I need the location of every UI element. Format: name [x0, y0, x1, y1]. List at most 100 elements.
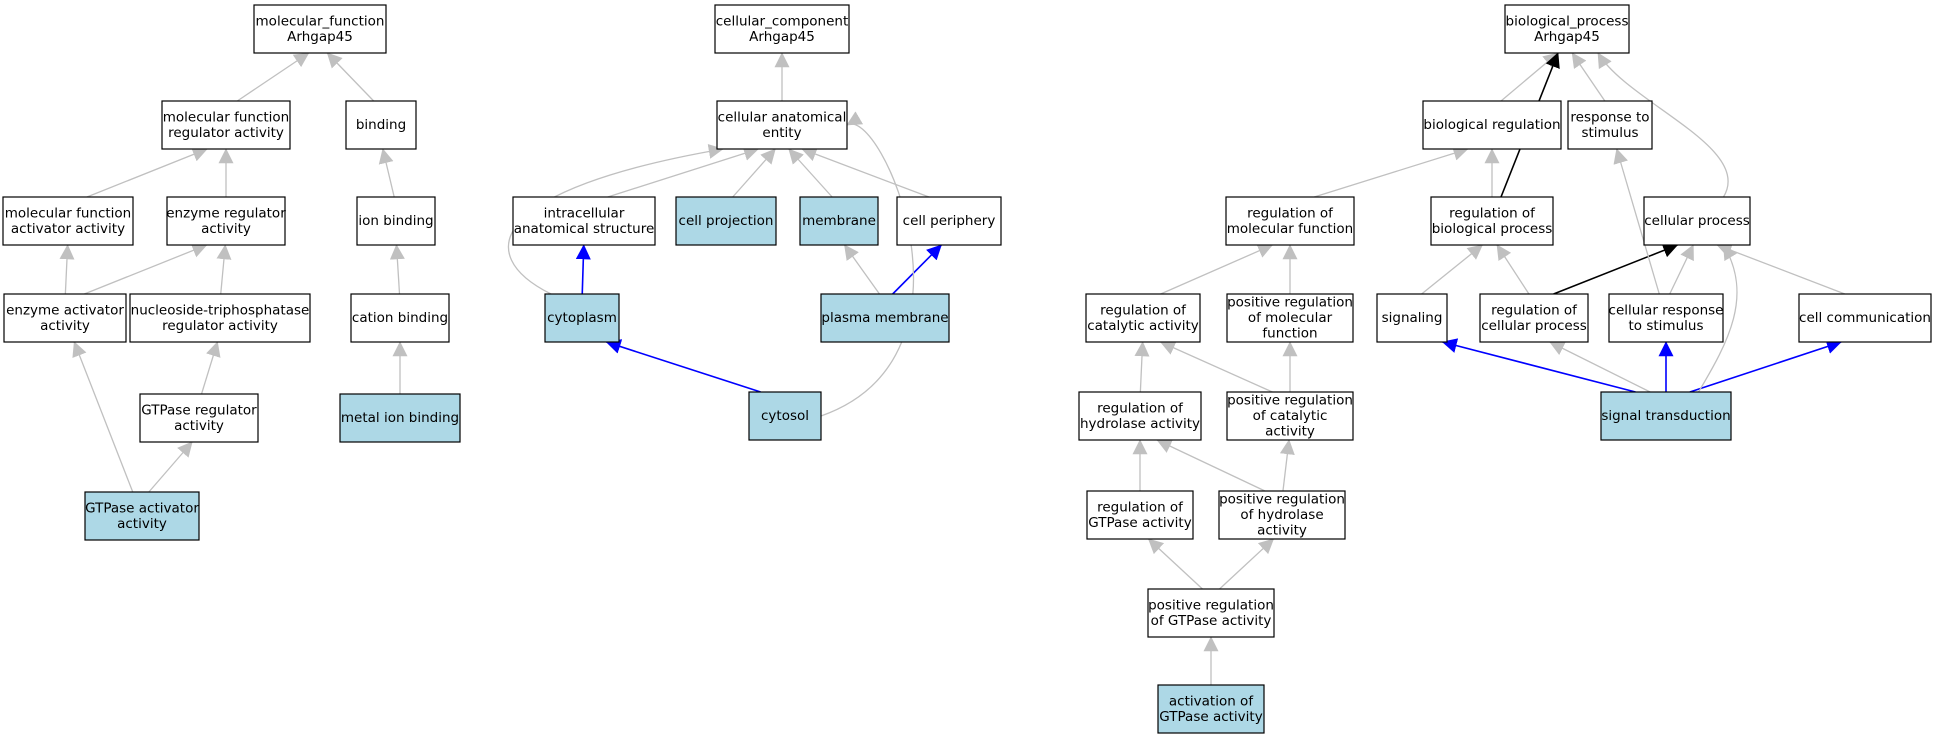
- term-label: intracellular: [544, 205, 625, 221]
- edge-gtpase-act-to-gtpase-reg: [148, 441, 193, 493]
- term-node-plasma-mem: plasma membrane: [820, 293, 950, 343]
- edge-cell-comm-to-cell-proc: [1716, 243, 1846, 295]
- term-label: activity: [1257, 523, 1307, 539]
- term-label: regulator activity: [168, 125, 284, 141]
- term-box: [714, 4, 850, 54]
- term-label: cell projection: [679, 213, 774, 229]
- edge-reg-cell-proc-to-cell-proc: [1553, 243, 1679, 295]
- edge-gtpase-act-to-enz-act: [72, 341, 134, 493]
- term-label: positive regulation: [1227, 295, 1353, 311]
- term-label: molecular function: [5, 205, 131, 221]
- term-box: [356, 196, 436, 246]
- term-label: activity: [201, 221, 251, 237]
- term-label: Arhgap45: [749, 29, 815, 45]
- term-node-signaling: signaling: [1376, 293, 1448, 343]
- term-box: [253, 4, 387, 54]
- term-box: [1225, 196, 1355, 246]
- term-label: Arhgap45: [287, 29, 353, 45]
- term-label: stimulus: [1581, 125, 1638, 141]
- term-box: [3, 293, 127, 343]
- term-label: cellular_component: [716, 13, 848, 29]
- term-node-cytoplasm: cytoplasm: [544, 293, 620, 343]
- term-label: molecular function: [1227, 221, 1353, 237]
- edge-ion-binding-to-binding: [378, 148, 395, 198]
- edge-pos-reg-hyd-to-reg-hyd: [1156, 439, 1266, 492]
- edge-reg-cell-proc-to-reg-bio-proc: [1496, 244, 1530, 295]
- edge-cell-periph-to-cae: [801, 147, 930, 198]
- edge-pos-reg-gtpase-to-reg-gtpase: [1147, 538, 1203, 590]
- term-label: signaling: [1382, 310, 1443, 326]
- edge-pos-reg-hyd-to-pos-reg-cat: [1279, 439, 1295, 492]
- term-label: signal transduction: [1601, 408, 1730, 424]
- edge-enz-act-to-mf-act: [59, 244, 75, 295]
- term-label: regulation of: [1247, 205, 1334, 221]
- term-label: GTPase activity: [1088, 515, 1191, 531]
- term-box: [675, 196, 777, 246]
- edge-reg-hyd-to-reg-cat: [1134, 341, 1150, 393]
- term-node-cytosol: cytosol: [748, 391, 822, 441]
- term-box: [1430, 196, 1554, 246]
- term-box: [2, 196, 134, 246]
- edge-cation-binding-to-ion-binding: [389, 244, 405, 295]
- term-label: entity: [762, 125, 801, 141]
- term-label: metal ion binding: [341, 410, 459, 426]
- term-node-sig-trans: signal transduction: [1600, 391, 1732, 441]
- term-box: [1226, 391, 1354, 441]
- term-box: [748, 391, 822, 441]
- term-box: [1567, 100, 1653, 150]
- term-label: Arhgap45: [1534, 29, 1600, 45]
- term-box: [1798, 293, 1932, 343]
- term-box: [339, 393, 461, 443]
- edge-reg-cat-to-reg-mol-fn: [1160, 243, 1274, 295]
- term-box: [350, 293, 450, 343]
- term-label: cell communication: [1799, 310, 1931, 326]
- term-box: [1608, 293, 1724, 343]
- term-label: biological process: [1432, 221, 1553, 237]
- term-box: [345, 100, 417, 150]
- term-label: cellular process: [1481, 318, 1587, 334]
- term-label: biological_process: [1506, 13, 1629, 29]
- term-label: regulation of: [1449, 205, 1536, 221]
- term-label: regulation of: [1491, 302, 1578, 318]
- term-box: [1600, 391, 1732, 441]
- term-box: [1086, 490, 1194, 540]
- term-label: cytoplasm: [547, 310, 617, 326]
- term-box: [512, 196, 656, 246]
- term-box: [544, 293, 620, 343]
- term-label: plasma membrane: [821, 310, 948, 326]
- edge-cell-proc-to-bp-root: [1597, 52, 1729, 198]
- term-label: regulation of: [1100, 302, 1187, 318]
- term-label: cytosol: [761, 408, 809, 424]
- edge-sig-trans-to-cell-proc: [1697, 244, 1738, 393]
- edge-binding-to-mf-root: [326, 52, 375, 102]
- term-label: activity: [1265, 424, 1315, 440]
- term-label: enzyme regulator: [166, 205, 286, 221]
- term-label: cation binding: [352, 310, 448, 326]
- term-label: cellular response: [1609, 302, 1724, 318]
- edge-resp-stim-to-bp-root: [1571, 52, 1606, 102]
- term-node-cell-proj: cell projection: [675, 196, 777, 246]
- term-node-cell-proc: cellular process: [1643, 196, 1751, 246]
- term-label: cell periphery: [903, 213, 996, 229]
- term-label: GTPase activity: [1159, 709, 1262, 725]
- edge-sig-trans-to-signaling: [1441, 338, 1636, 393]
- edge-mf-act-to-mf-reg: [86, 147, 208, 198]
- term-box: [1504, 4, 1630, 54]
- term-label: nucleoside-triphosphatase: [131, 302, 310, 318]
- term-label: of catalytic: [1253, 408, 1328, 424]
- term-box: [1479, 293, 1589, 343]
- term-label: of hydrolase: [1240, 507, 1323, 523]
- term-box: [799, 196, 879, 246]
